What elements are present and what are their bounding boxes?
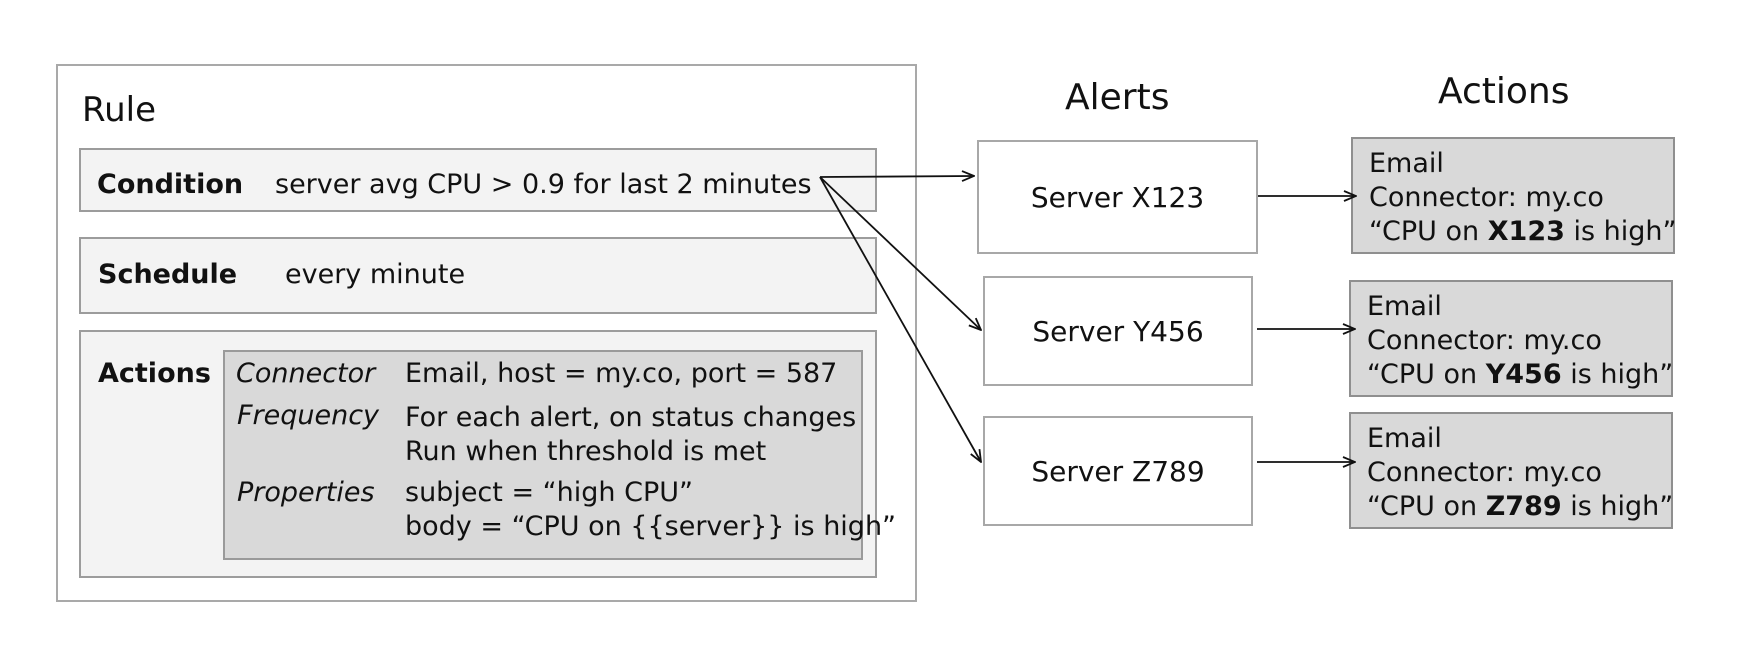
actions-column-title: Actions (1438, 71, 1570, 112)
properties-line-2: body = “CPU on {{server}} is high” (405, 511, 897, 542)
action-connector: Connector: my.co (1369, 182, 1604, 213)
action-server-id: X123 (1487, 216, 1565, 247)
action-type: Email (1367, 291, 1442, 322)
condition-panel (79, 148, 877, 212)
action-message: “CPU on Z789 is high” (1367, 491, 1674, 522)
alert-server-z789: Server Z789 (983, 416, 1253, 526)
action-connector: Connector: my.co (1367, 325, 1602, 356)
action-type: Email (1367, 423, 1442, 454)
properties-label: Properties (237, 477, 375, 508)
alert-server-x123: Server X123 (977, 140, 1258, 254)
actions-label: Actions (98, 358, 211, 389)
connector-label: Connector (236, 358, 376, 389)
schedule-label: Schedule (98, 259, 238, 290)
frequency-label: Frequency (237, 400, 380, 431)
frequency-line-1: For each alert, on status changes (405, 402, 857, 433)
action-server-id: Y456 (1485, 359, 1562, 390)
alert-server-y456: Server Y456 (983, 276, 1253, 386)
action-message: “CPU on X123 is high” (1369, 216, 1677, 247)
action-email-z789: Email Connector: my.co “CPU on Z789 is h… (1349, 412, 1673, 529)
action-email-x123: Email Connector: my.co “CPU on X123 is h… (1351, 137, 1677, 254)
action-connector: Connector: my.co (1367, 457, 1602, 488)
action-message: “CPU on Y456 is high” (1367, 359, 1674, 390)
condition-text: server avg CPU > 0.9 for last 2 minutes (275, 169, 812, 200)
schedule-text: every minute (285, 259, 466, 290)
connector-value: Email, host = my.co, port = 587 (405, 358, 838, 389)
action-email-y456: Email Connector: my.co “CPU on Y456 is h… (1349, 280, 1673, 397)
condition-label: Condition (97, 169, 244, 200)
alerts-title: Alerts (1065, 77, 1170, 118)
frequency-line-2: Run when threshold is met (405, 436, 767, 467)
action-server-id: Z789 (1485, 491, 1562, 522)
action-type: Email (1369, 148, 1444, 179)
schedule-panel (79, 237, 877, 314)
properties-line-1: subject = “high CPU” (405, 477, 693, 508)
rule-title: Rule (82, 90, 157, 130)
action-details-box (223, 350, 863, 560)
